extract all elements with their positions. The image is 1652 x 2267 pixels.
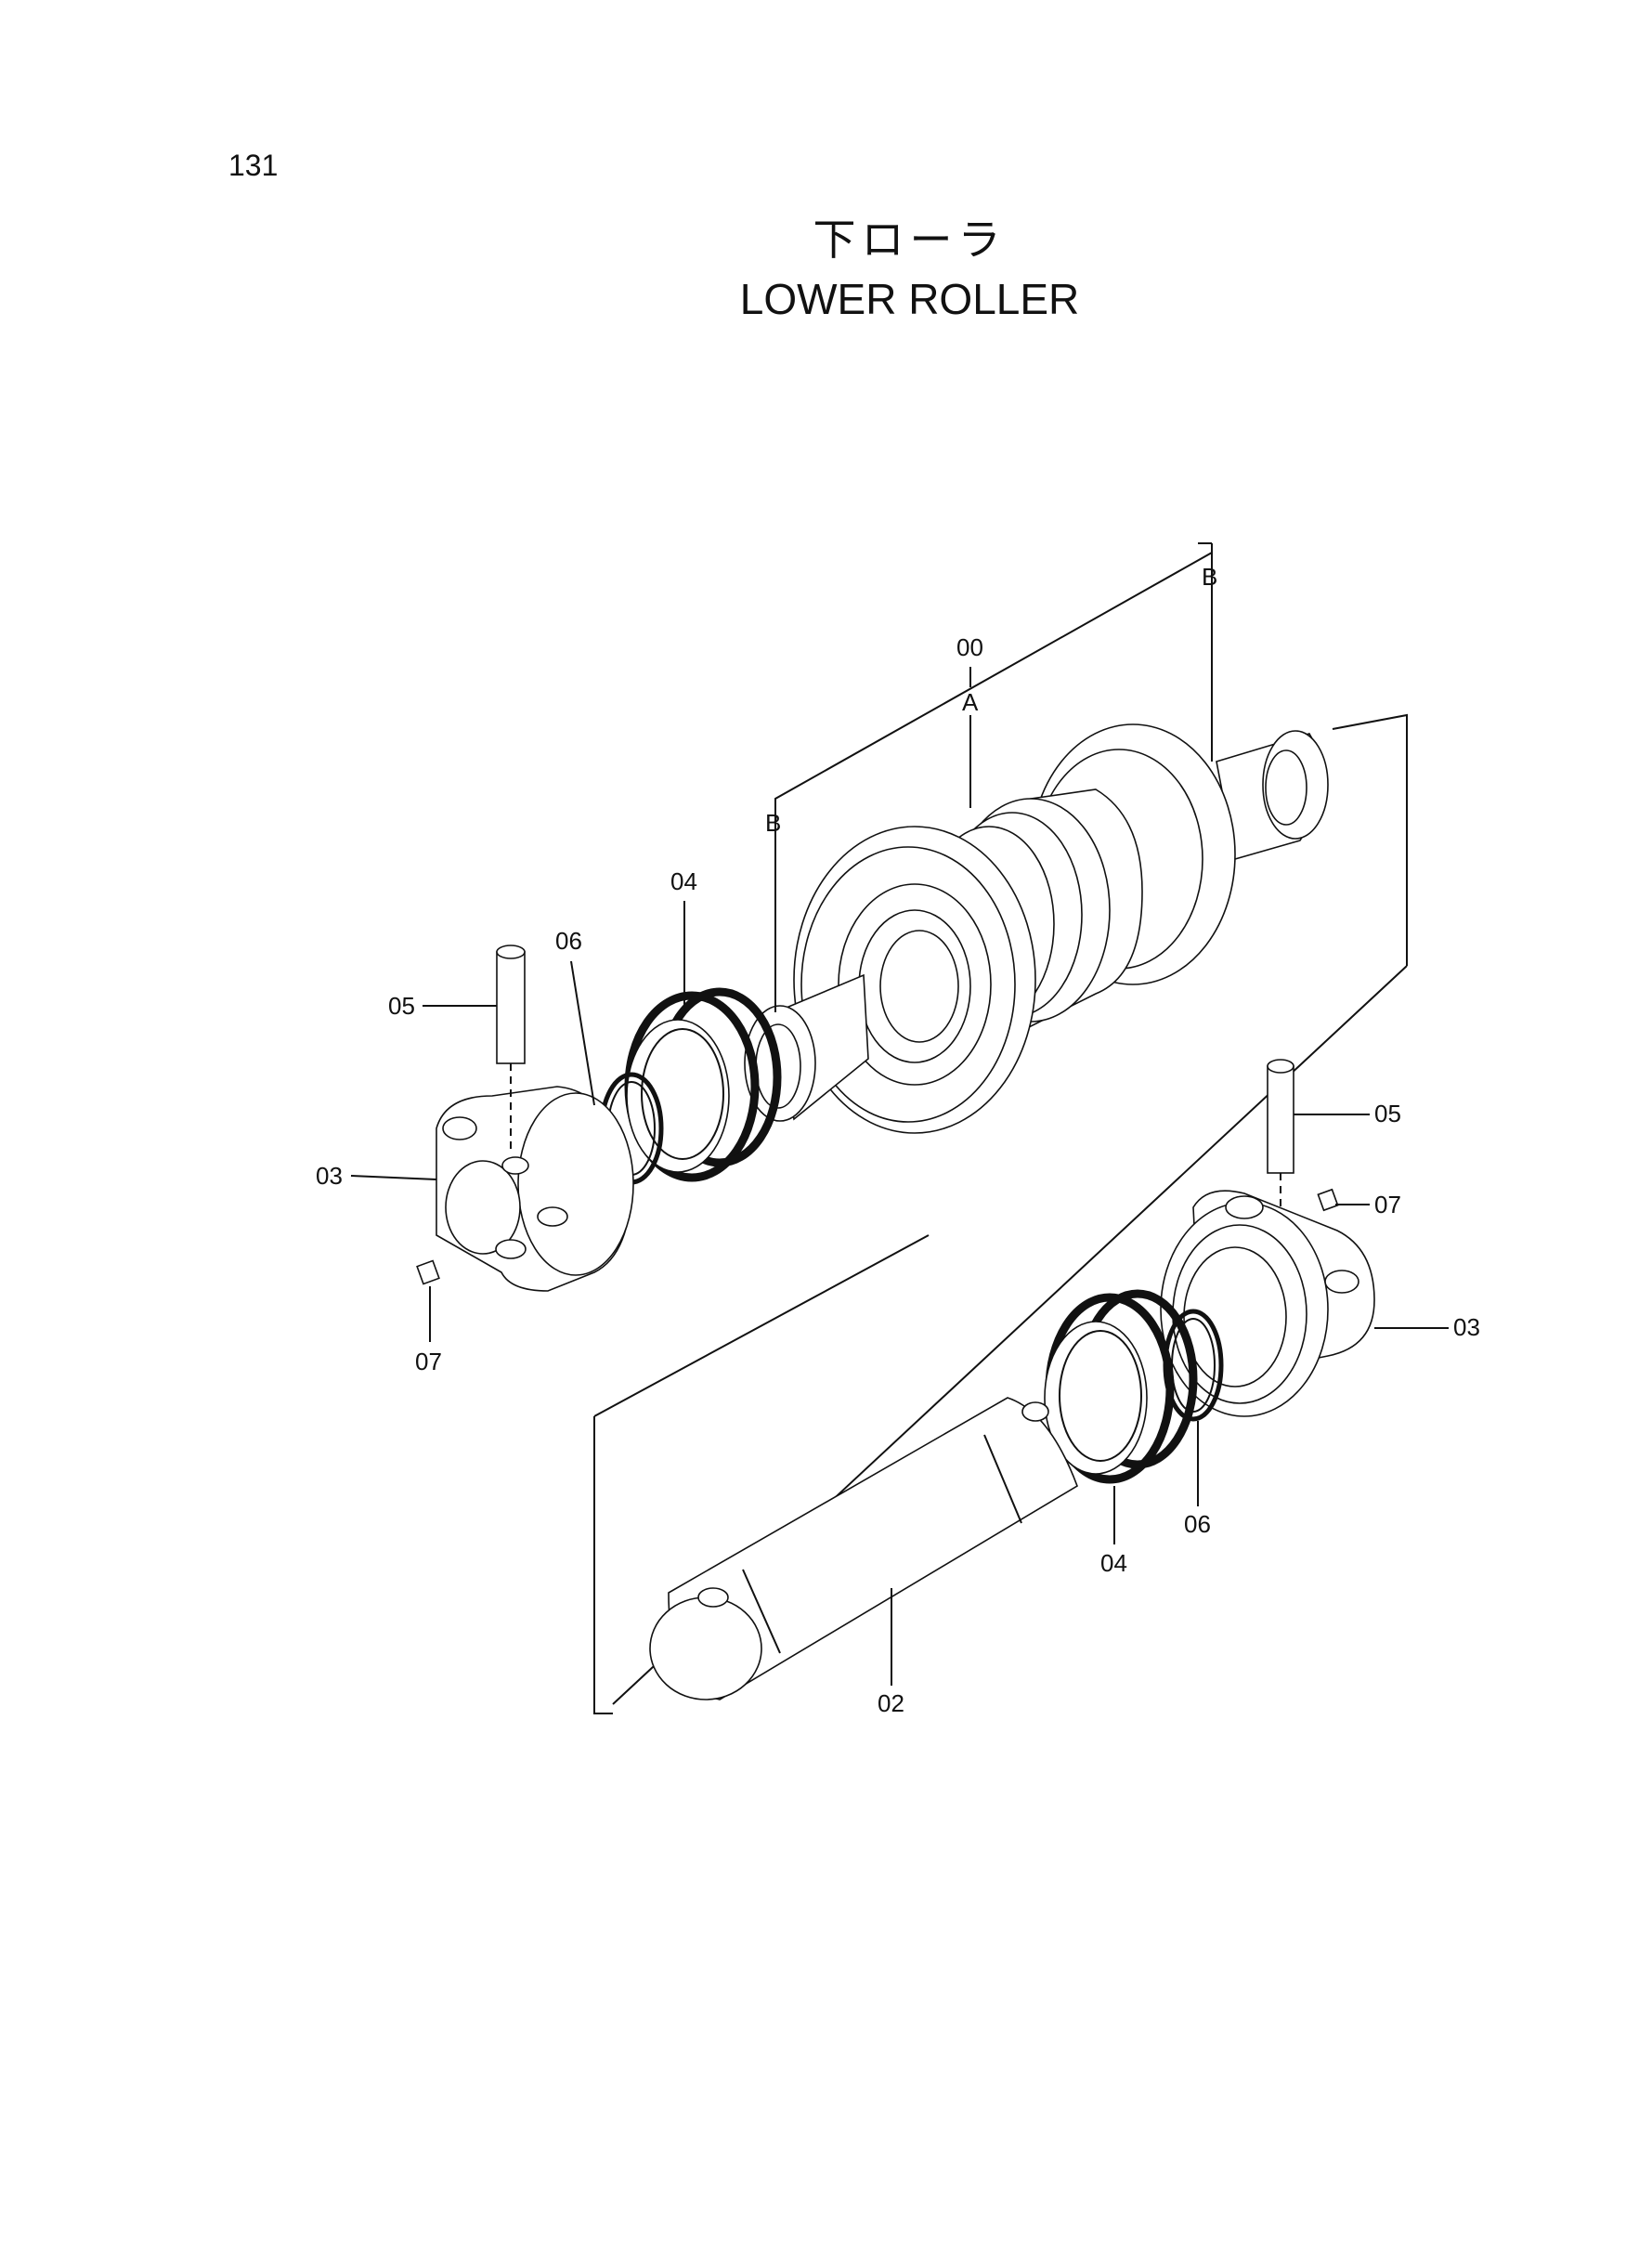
pin-right <box>1267 1059 1294 1235</box>
callout-05-left: 05 <box>388 992 415 1020</box>
callout-06-right: 06 <box>1184 1510 1211 1538</box>
pin-left <box>496 945 526 1152</box>
plug-left <box>416 1259 440 1285</box>
title-japanese: 下ローラ <box>813 215 1007 265</box>
title-english: LOWER ROLLER <box>739 275 1080 323</box>
callout-04-left: 04 <box>670 867 697 895</box>
callout-03-right: 03 <box>1453 1313 1480 1341</box>
callout-a: A <box>962 688 979 716</box>
callout-05-right: 05 <box>1374 1100 1401 1127</box>
callout-b-left: B <box>765 809 781 837</box>
callout-07-right: 07 <box>1374 1191 1401 1218</box>
floating-seal-right <box>1044 1289 1198 1484</box>
floating-seal-left <box>624 987 782 1182</box>
callout-06-left: 06 <box>555 927 582 955</box>
leader-lines <box>350 594 1449 1686</box>
callout-03-left: 03 <box>316 1162 343 1190</box>
callout-b-top: B <box>1202 563 1217 591</box>
collar-right <box>1160 1190 1375 1417</box>
roller-assembly <box>744 723 1329 1134</box>
callout-02: 02 <box>878 1689 904 1717</box>
shaft <box>649 1397 1078 1700</box>
page-number: 131 <box>228 149 279 182</box>
collar-left <box>436 1086 634 1292</box>
callout-00: 00 <box>956 633 983 661</box>
plug-right <box>1317 1188 1339 1212</box>
callout-labels: 00 A B B 04 06 05 03 07 05 07 03 06 04 0… <box>316 563 1480 1717</box>
callout-07-left: 07 <box>415 1348 442 1375</box>
callout-04-right: 04 <box>1100 1549 1127 1577</box>
